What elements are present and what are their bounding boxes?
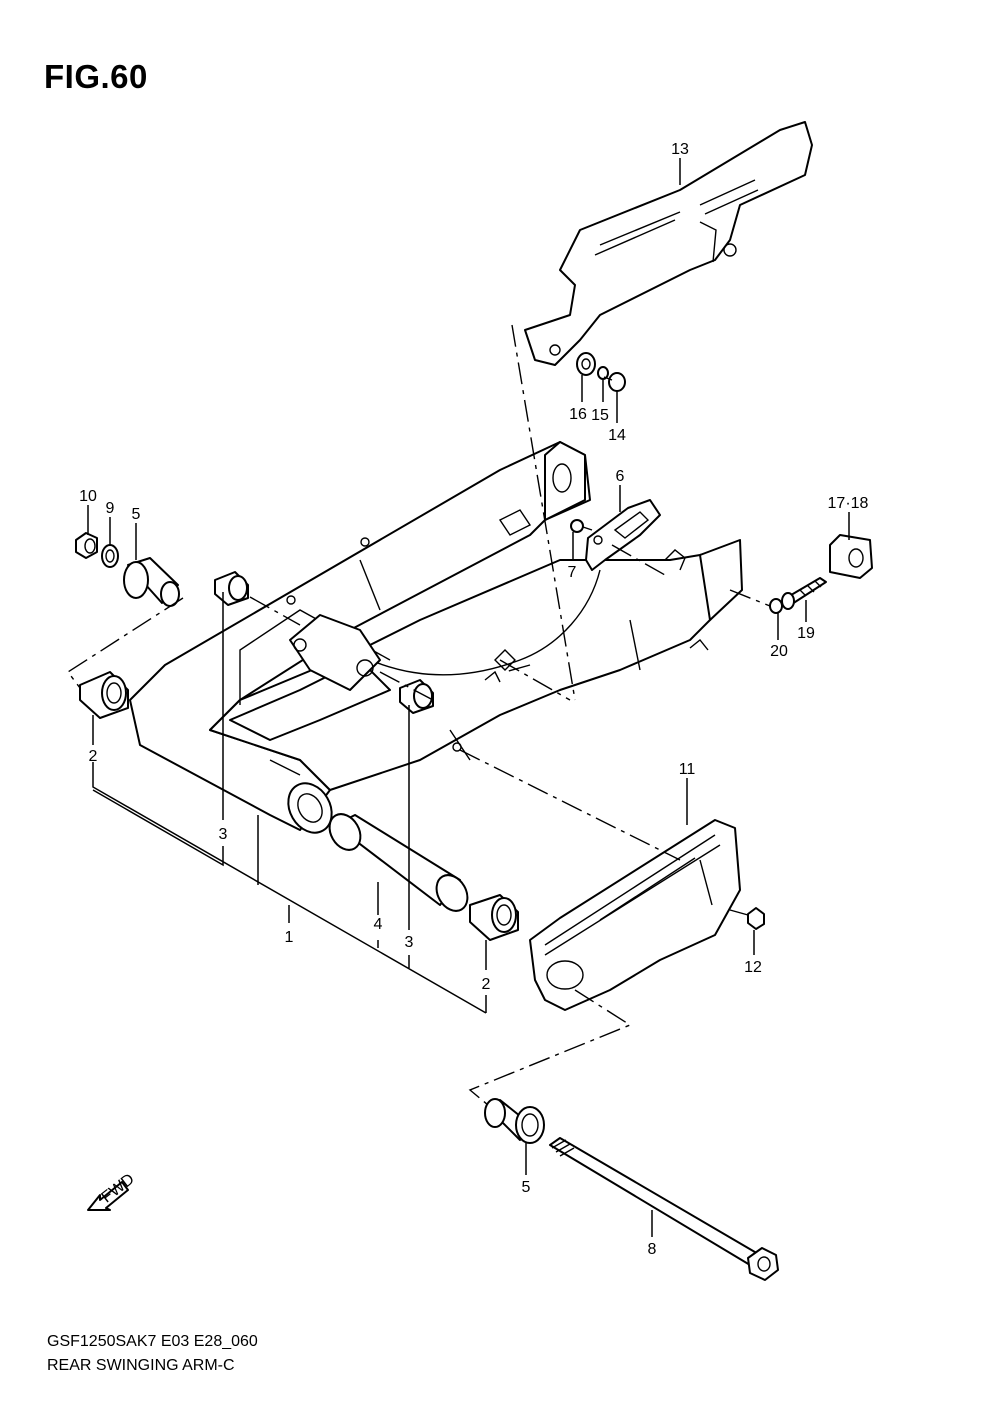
bracket-6[interactable] <box>585 499 661 571</box>
callout-5-top: 5 <box>132 506 141 523</box>
washer-9[interactable] <box>101 544 119 568</box>
diagram-code: GSF1250SAK7 E03 E28_060 <box>47 1333 258 1350</box>
callout-13: 13 <box>671 141 689 158</box>
callout-14: 14 <box>608 427 626 444</box>
chain-guard-13[interactable] <box>524 121 813 366</box>
callout-1: 1 <box>285 929 294 946</box>
bolt-19[interactable] <box>781 577 827 610</box>
callout-2-right: 2 <box>482 976 491 993</box>
fwd-label: FWD <box>98 1171 137 1207</box>
bearing-2-left[interactable] <box>79 671 129 719</box>
screw-7[interactable] <box>570 519 593 533</box>
needle-bearing-3-top[interactable] <box>214 571 249 606</box>
assembly-lines <box>66 324 771 1106</box>
callout-9: 9 <box>106 500 115 517</box>
pivot-shaft-8[interactable] <box>549 1137 779 1281</box>
callout-3-right: 3 <box>405 934 414 951</box>
callout-15: 15 <box>591 407 609 424</box>
callout-10: 10 <box>79 488 97 505</box>
fwd-arrow-icon: FWD <box>87 1171 138 1211</box>
callout-2-left: 2 <box>89 748 98 765</box>
swinging-arm[interactable] <box>129 441 743 841</box>
callout-5-bottom: 5 <box>522 1179 531 1196</box>
needle-bearing-3-bottom[interactable] <box>399 679 434 714</box>
callout-20: 20 <box>770 643 788 660</box>
bearing-2-right[interactable] <box>469 894 519 941</box>
collar-5-left[interactable] <box>123 557 180 607</box>
bolt-12[interactable] <box>729 907 765 930</box>
callout-7: 7 <box>568 564 577 581</box>
collar-5-bottom[interactable] <box>484 1098 545 1144</box>
callout-12: 12 <box>744 959 762 976</box>
collar-16[interactable] <box>576 352 596 376</box>
callout-4: 4 <box>374 916 383 933</box>
chain-buffer-11[interactable] <box>529 819 741 1011</box>
diagram-caption: REAR SWINGING ARM-C <box>47 1357 235 1374</box>
callout-17-18: 17·18 <box>828 495 869 512</box>
callout-8: 8 <box>648 1241 657 1258</box>
callout-19: 19 <box>797 625 815 642</box>
bolt-14[interactable] <box>603 372 626 392</box>
adjuster-17-18[interactable] <box>829 534 873 579</box>
callout-labels: 10 9 5 13 16 15 14 6 7 17·18 19 20 2 3 1… <box>79 141 868 1258</box>
bushing-15[interactable] <box>597 366 609 380</box>
callout-3-left: 3 <box>219 826 228 843</box>
callout-6: 6 <box>616 468 625 485</box>
figure-title: FIG.60 <box>44 58 148 95</box>
spacer-4[interactable] <box>323 809 473 917</box>
pivot-nut-10[interactable] <box>75 532 98 559</box>
leader-lines <box>87 158 850 1237</box>
callout-11: 11 <box>679 761 696 778</box>
washer-20[interactable] <box>769 598 783 614</box>
callout-16: 16 <box>569 406 587 423</box>
